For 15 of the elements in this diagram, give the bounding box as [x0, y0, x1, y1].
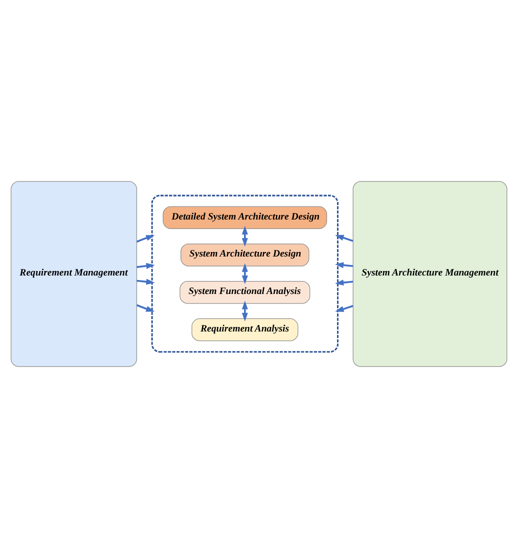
node-box: Requirement Management — [10, 181, 138, 367]
arrow — [335, 304, 354, 312]
cluster — [151, 194, 339, 353]
arrow — [136, 235, 155, 243]
arrow — [335, 262, 354, 268]
node-box: Detailed System Architecture Design — [162, 206, 328, 229]
node-box: System Functional Analysis — [180, 281, 310, 304]
node-box: Requirement Analysis — [192, 318, 298, 342]
node-box: System Architecture Design — [180, 244, 310, 266]
arrow — [136, 262, 155, 269]
arrow — [136, 278, 155, 285]
arrow — [136, 304, 155, 312]
arrow — [334, 280, 354, 286]
arrow — [335, 234, 354, 242]
node-box: System Architecture Management — [352, 181, 508, 367]
